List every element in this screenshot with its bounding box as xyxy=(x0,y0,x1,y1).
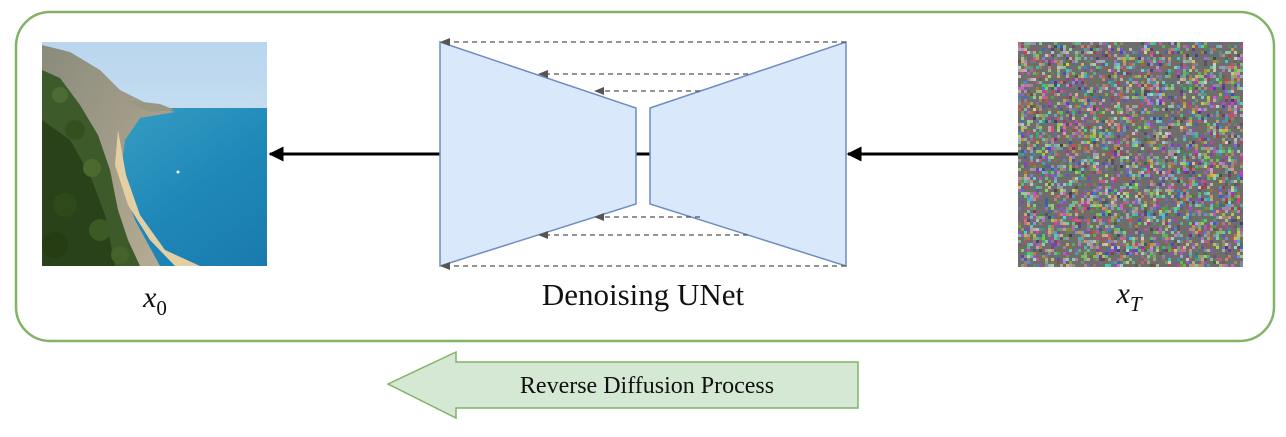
clean-image-label: x0 xyxy=(142,281,167,320)
process-label: Reverse Diffusion Process xyxy=(520,373,774,399)
unet-label: Denoising UNet xyxy=(542,277,745,312)
process-container xyxy=(14,10,1276,343)
clean-image xyxy=(42,42,267,266)
skip-arrowheads xyxy=(440,38,604,270)
noise-image-label: xT xyxy=(1115,277,1142,316)
unet-encoder xyxy=(439,40,637,268)
skip-connections xyxy=(442,41,846,267)
process-arrow: Reverse Diffusion Process xyxy=(386,350,859,420)
noise-image xyxy=(1018,42,1243,267)
